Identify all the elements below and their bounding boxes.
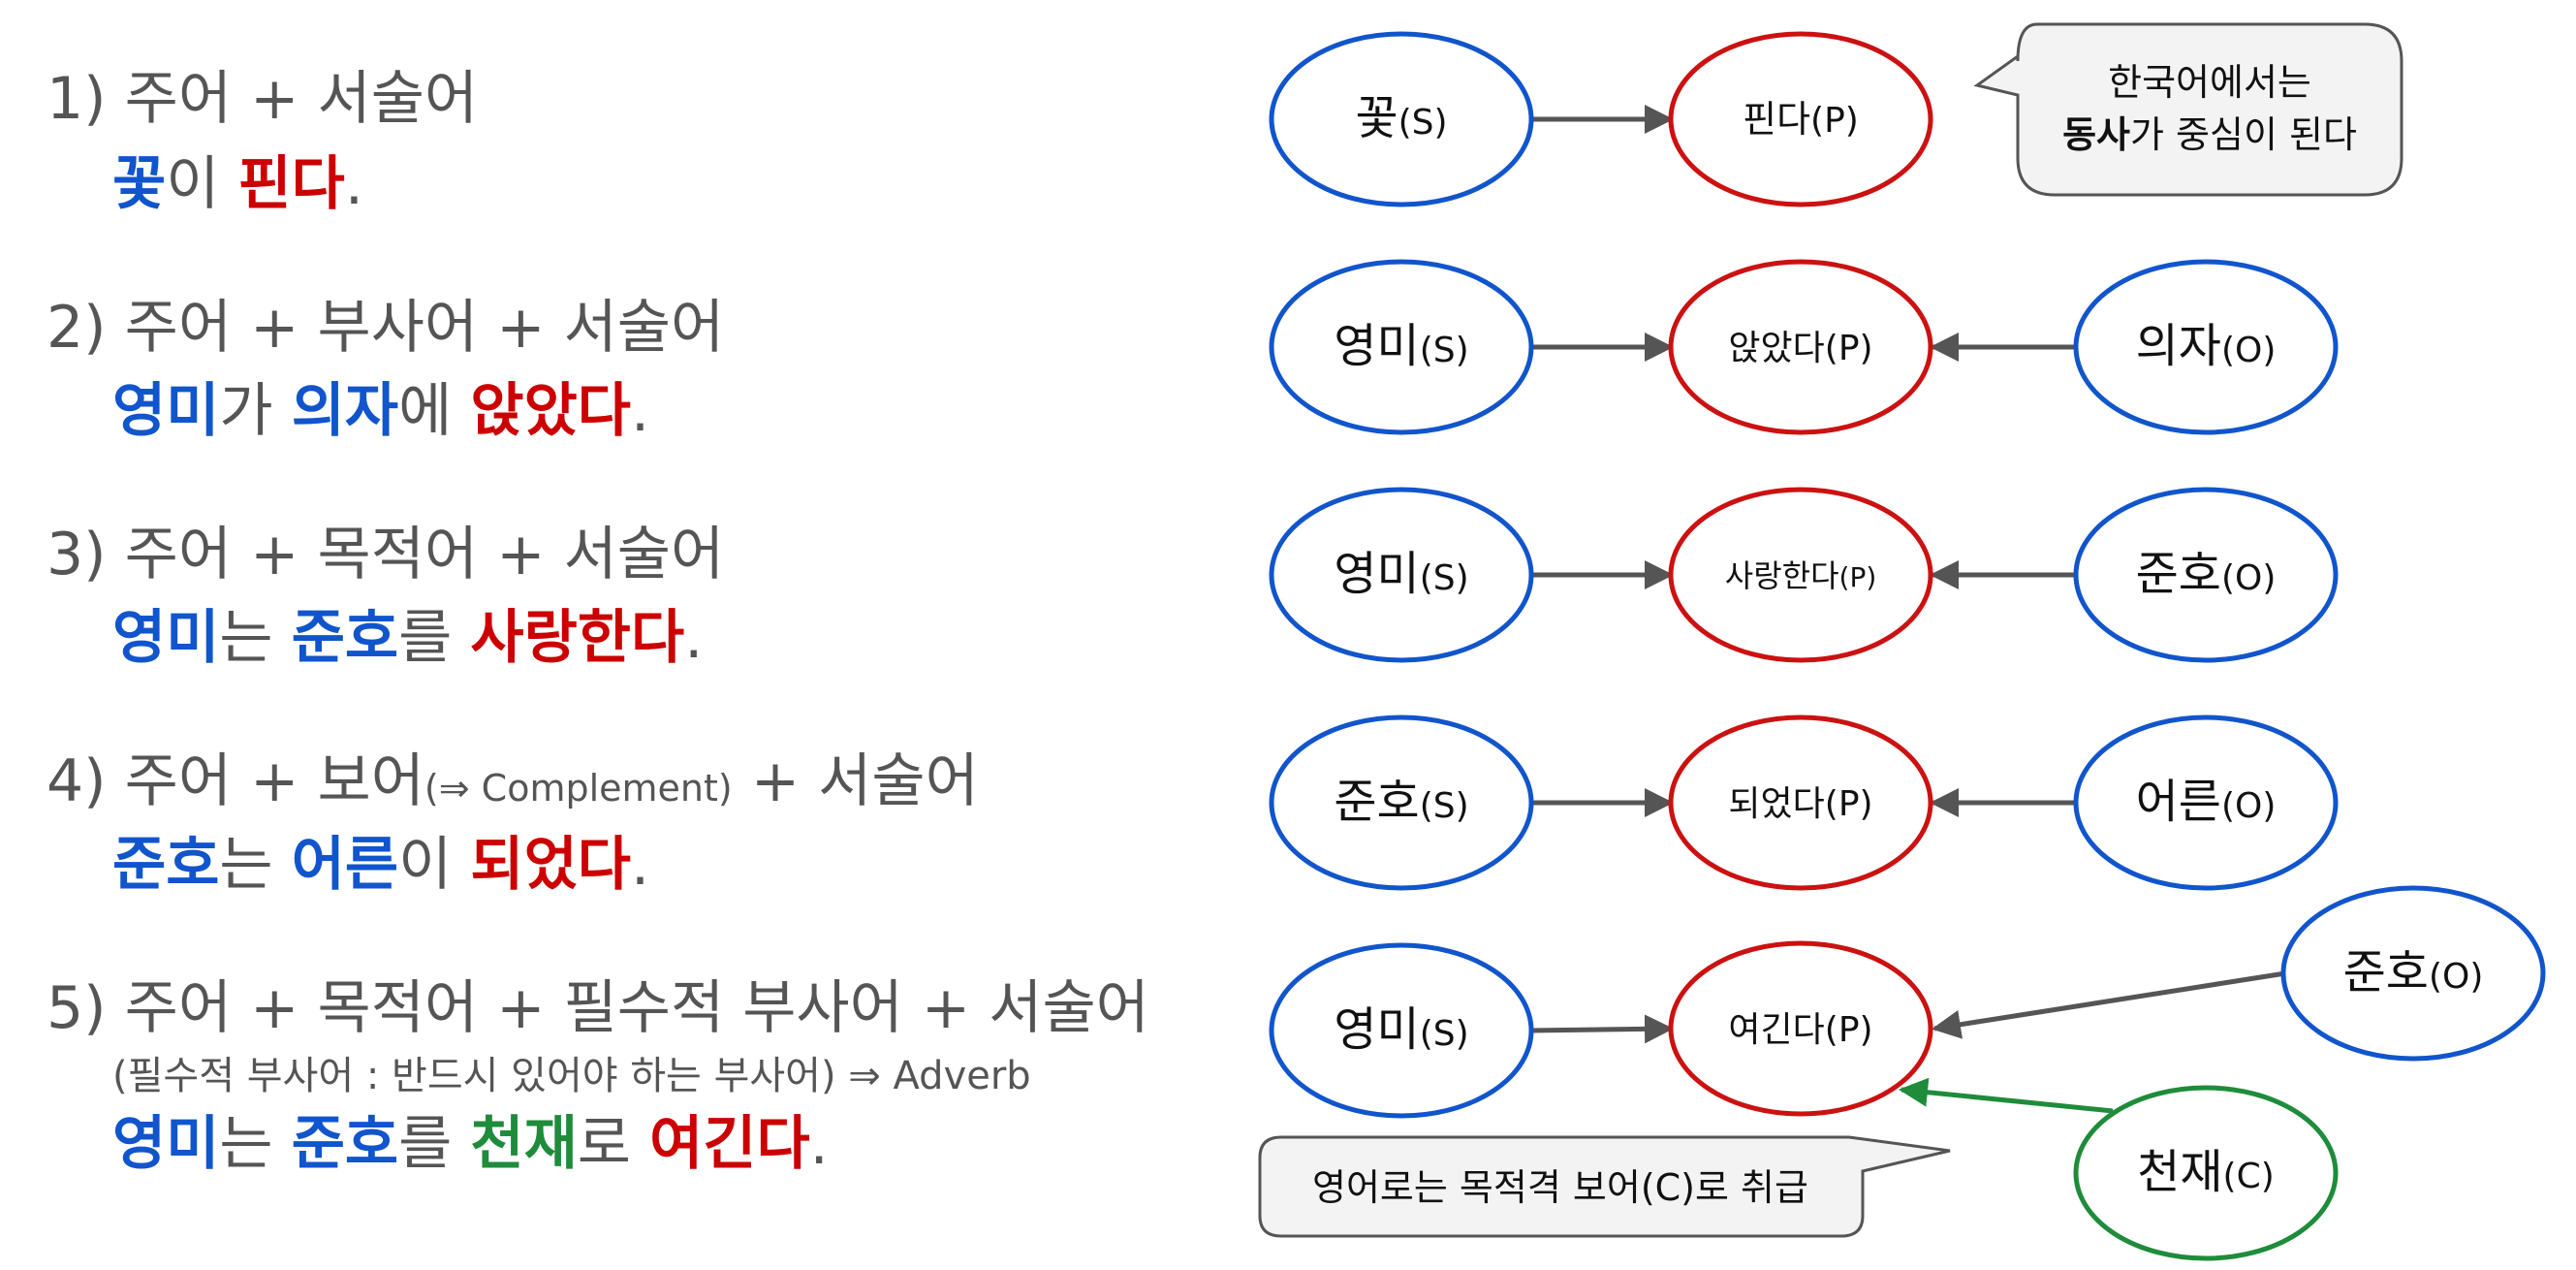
node-subject-label: 영미(S) bbox=[1334, 1002, 1468, 1057]
diagram-row-2: 영미(S) 앉았다(P) 의자(O) bbox=[1269, 259, 2339, 435]
complement-note: (⇒ Complement) bbox=[424, 767, 733, 810]
node-subject bbox=[1269, 31, 1534, 207]
predicate-word: 핀다 bbox=[237, 150, 345, 218]
pattern-4-sentence: 준호는 어른이 되었다. bbox=[112, 831, 650, 899]
edge-o-to-p bbox=[1932, 970, 2286, 1039]
node-subject-label: 영미(S) bbox=[1334, 319, 1468, 373]
edge-c-to-p bbox=[1899, 1077, 2114, 1114]
node-predicate bbox=[1668, 940, 1933, 1117]
predicate-word: 사랑한다 bbox=[470, 604, 685, 672]
node-subject bbox=[1269, 714, 1534, 891]
diagram-row-1: 꽃(S) 핀다(P) bbox=[1269, 31, 1933, 207]
pattern-1-formula: 1) 주어 + 서술어 bbox=[47, 65, 479, 133]
subject-word: 영미 bbox=[112, 1110, 220, 1178]
pattern-number: 4) bbox=[47, 747, 107, 815]
node-object bbox=[2073, 487, 2339, 663]
complement-word: 어른 bbox=[291, 831, 399, 899]
pattern-number: 5) bbox=[47, 974, 107, 1042]
node-object-label: 의자(O) bbox=[2136, 319, 2277, 373]
node-subject-label: 준호(S) bbox=[1334, 775, 1468, 829]
callout-top-line2: 동사가 중심이 된다 bbox=[2062, 113, 2357, 156]
node-predicate-label: 앉았다(P) bbox=[1728, 329, 1872, 368]
node-subject-label: 영미(S) bbox=[1334, 547, 1468, 601]
node-predicate-label: 핀다(P) bbox=[1743, 98, 1859, 141]
node-object-label: 준호(O) bbox=[2136, 547, 2277, 601]
diagram-row-4: 준호(S) 되었다(P) 어른(O) bbox=[1269, 714, 2339, 891]
node-predicate bbox=[1668, 31, 1933, 207]
subject-word: 꽃 bbox=[112, 150, 167, 218]
node-complement-label: 천재(C) bbox=[2137, 1145, 2275, 1199]
node-predicate bbox=[1668, 487, 1933, 663]
object-word: 준호 bbox=[291, 1110, 399, 1178]
adverbial-word: 의자 bbox=[291, 377, 399, 445]
subject-word: 영미 bbox=[112, 604, 220, 672]
callout-top-line1: 한국어에서는 bbox=[2108, 61, 2311, 104]
node-predicate-label: 여긴다(P) bbox=[1728, 1010, 1872, 1050]
node-complement bbox=[2073, 1085, 2339, 1261]
predicate-word: 여긴다 bbox=[649, 1110, 810, 1178]
node-object bbox=[2073, 714, 2339, 891]
callout-verb-center: 한국어에서는 동사가 중심이 된다 bbox=[1973, 22, 2403, 197]
node-object bbox=[2280, 885, 2546, 1062]
pattern-number: 3) bbox=[47, 521, 107, 588]
node-subject bbox=[1269, 259, 1534, 435]
pattern-3-sentence: 영미는 준호를 사랑한다. bbox=[112, 604, 704, 672]
complement-word: 천재 bbox=[470, 1110, 578, 1178]
callout-object-complement: 영어로는 목적격 보어(C)로 취급 bbox=[1258, 1135, 1951, 1238]
node-object-label: 어른(O) bbox=[2136, 775, 2277, 829]
node-subject bbox=[1269, 942, 1534, 1119]
node-subject bbox=[1269, 487, 1534, 663]
diagram-row-3: 영미(S) 사랑한다(P) 준호(O) bbox=[1269, 487, 2339, 663]
object-word: 준호 bbox=[291, 604, 399, 672]
callout-bottom-text: 영어로는 목적격 보어(C)로 취급 bbox=[1312, 1166, 1808, 1209]
diagram-row-5: 영미(S) 여긴다(P) 준호(O) 천재(C) bbox=[1269, 885, 2546, 1261]
pattern-5-sentence: 영미는 준호를 천재로 여긴다. bbox=[112, 1110, 829, 1178]
pattern-5-formula: 5) 주어 + 목적어 + 필수적 부사어 + 서술어 bbox=[47, 974, 1149, 1042]
pattern-number: 1) bbox=[47, 65, 107, 133]
node-object bbox=[2073, 259, 2339, 435]
subject-word: 영미 bbox=[112, 377, 220, 445]
node-predicate-label: 되었다(P) bbox=[1728, 784, 1872, 824]
pattern-4-formula: 4) 주어 + 보어(⇒ Complement) + 서술어 bbox=[47, 747, 979, 815]
node-predicate-label: 사랑한다(P) bbox=[1725, 557, 1877, 594]
pattern-5-note: (필수적 부사어 : 반드시 있어야 하는 부사어) ⇒ Adverb bbox=[112, 1054, 1031, 1098]
node-subject-label: 꽃(S) bbox=[1355, 91, 1447, 145]
pattern-number: 2) bbox=[47, 294, 107, 362]
node-predicate bbox=[1668, 259, 1933, 435]
edge-s-to-p bbox=[1528, 1014, 1674, 1044]
predicate-word: 앉았다 bbox=[470, 377, 631, 445]
node-object-label: 준호(O) bbox=[2343, 945, 2484, 1000]
pattern-3-formula: 3) 주어 + 목적어 + 서술어 bbox=[47, 521, 725, 588]
pattern-2-sentence: 영미가 의자에 앉았다. bbox=[112, 377, 650, 445]
node-predicate bbox=[1668, 714, 1933, 891]
sentence-patterns-panel: 1) 주어 + 서술어 꽃이 핀다. 2) 주어 + 부사어 + 서술어 영미가… bbox=[0, 0, 1221, 1270]
pattern-2-formula: 2) 주어 + 부사어 + 서술어 bbox=[47, 294, 725, 362]
pattern-1-sentence: 꽃이 핀다. bbox=[112, 150, 363, 218]
predicate-word: 되었다 bbox=[470, 831, 631, 899]
subject-word: 준호 bbox=[112, 831, 220, 899]
